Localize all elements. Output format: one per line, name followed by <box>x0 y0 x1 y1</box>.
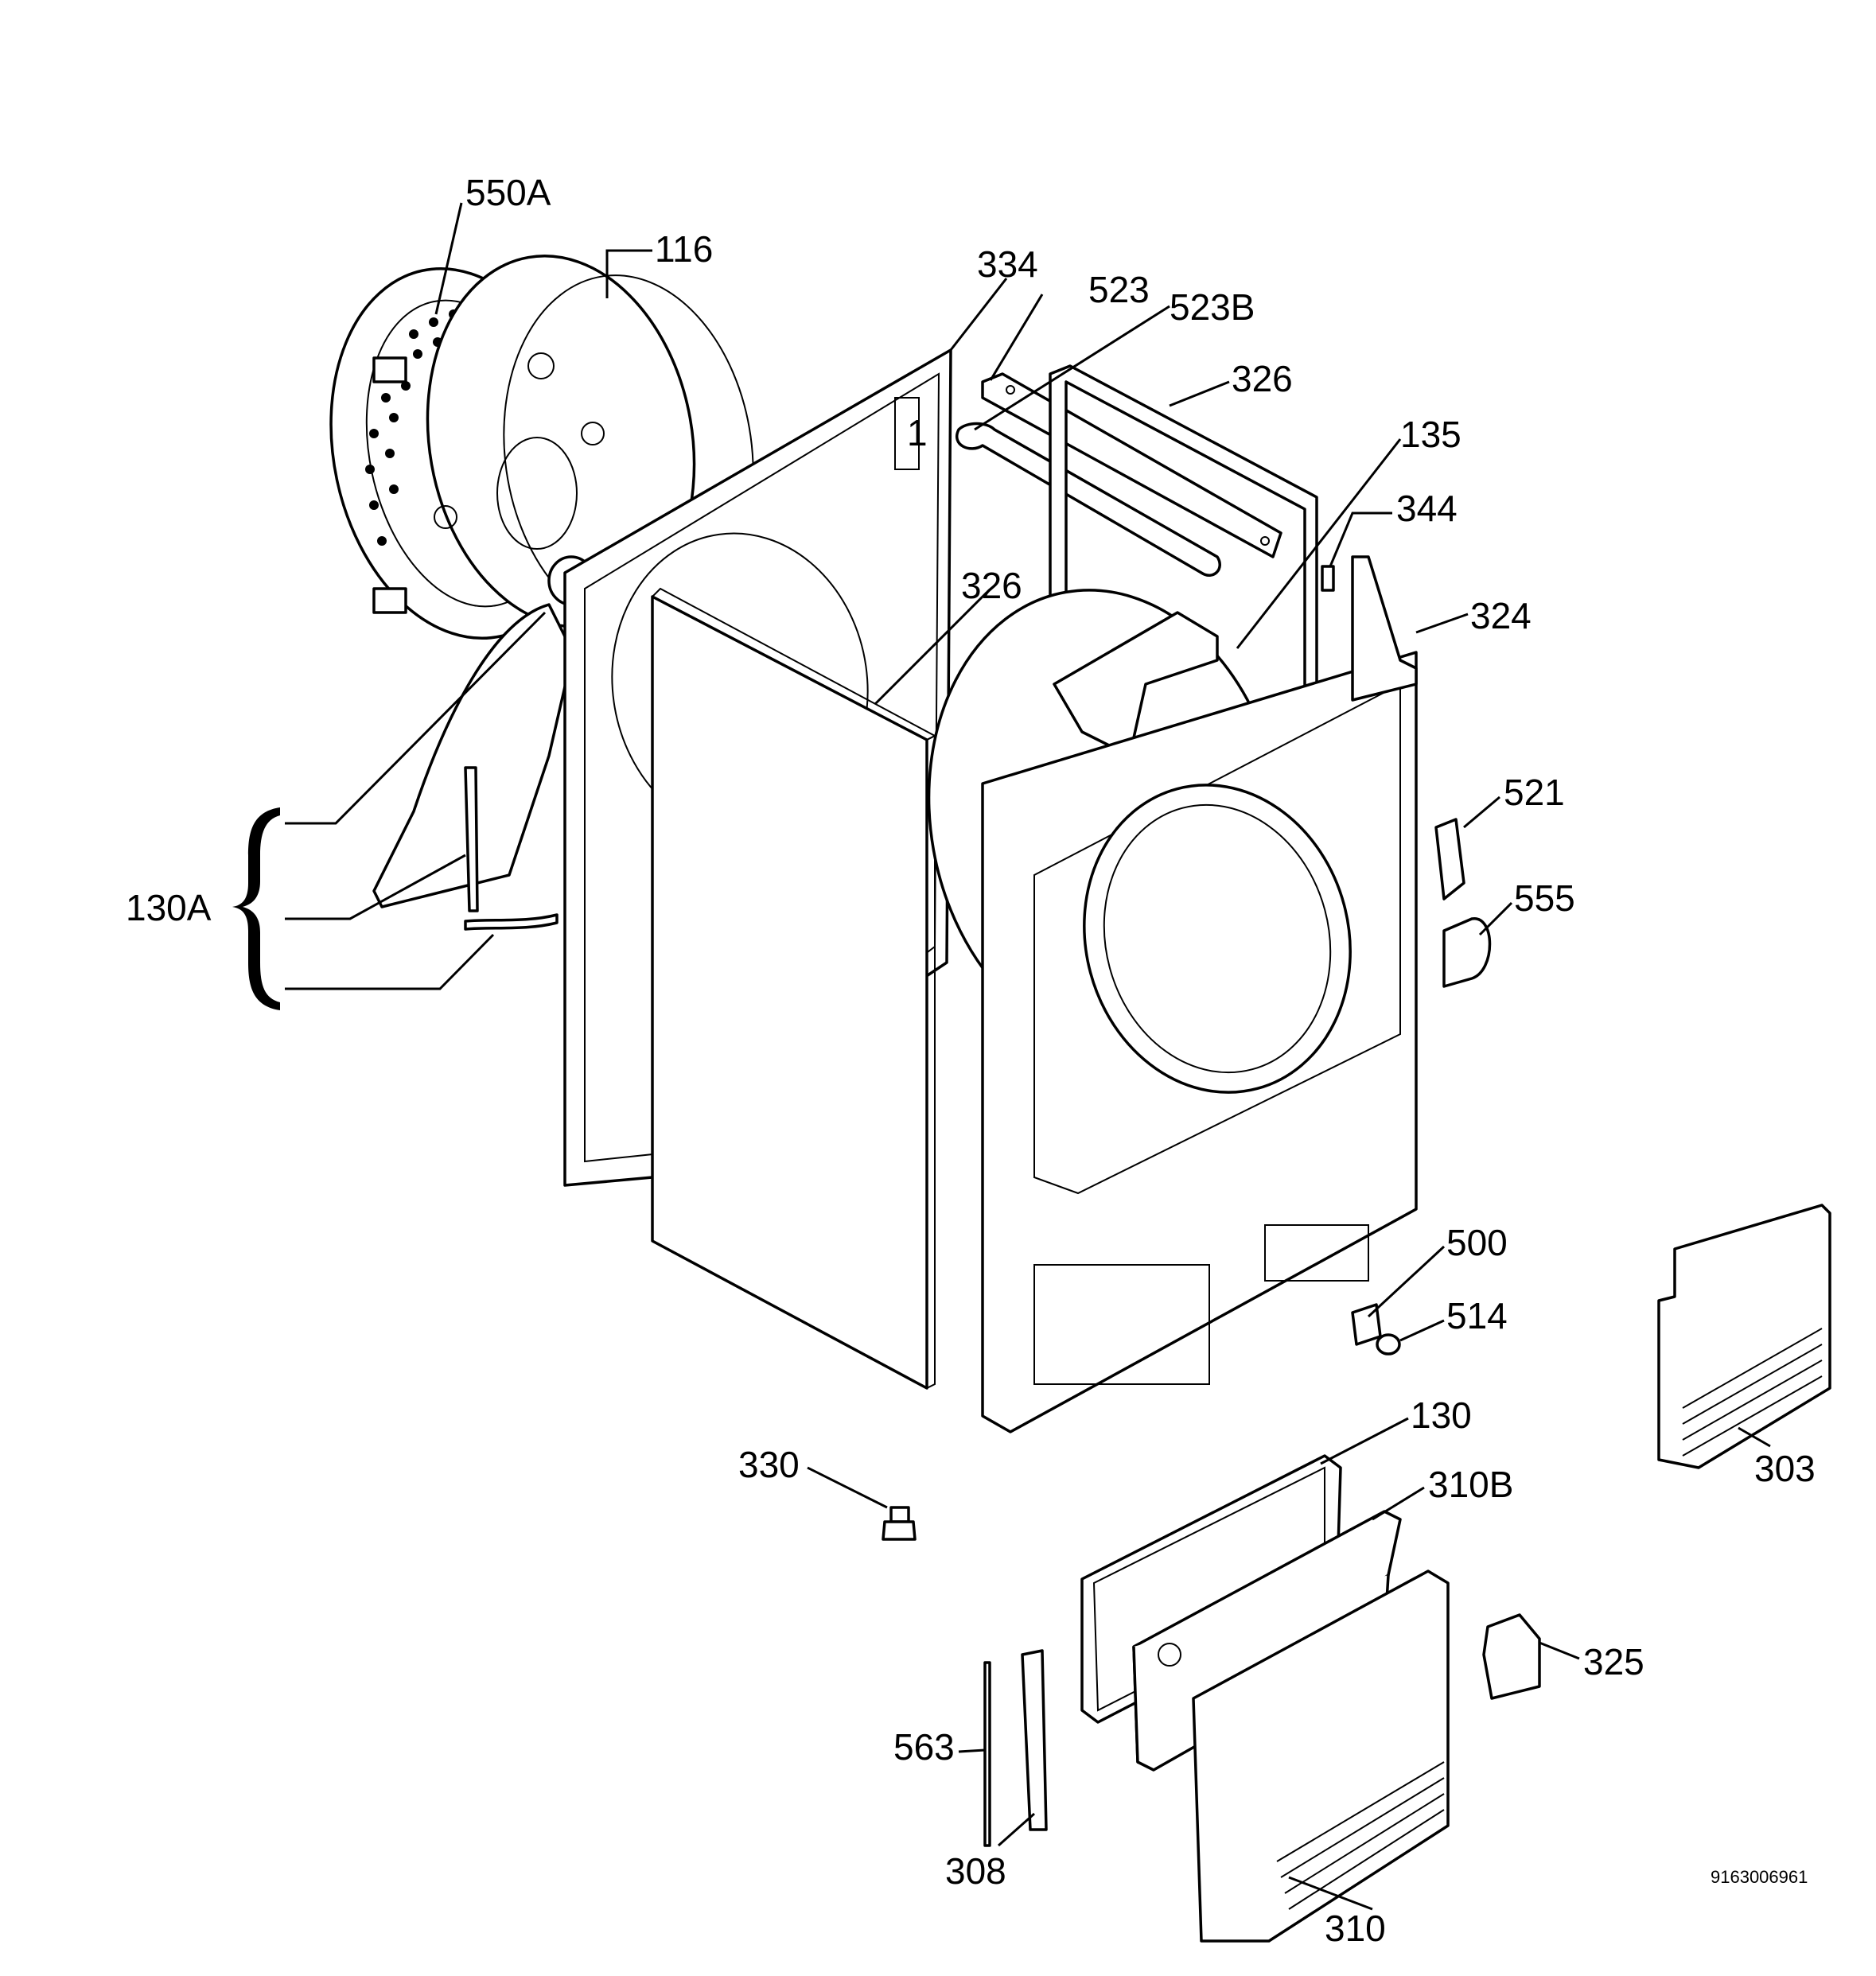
label-326-top: 326 <box>1232 358 1293 399</box>
part-563-rod <box>983 1661 991 1847</box>
label-521: 521 <box>1504 772 1565 813</box>
label-303: 303 <box>1754 1448 1816 1489</box>
part-521-cover <box>1434 818 1465 900</box>
part-523B-tube <box>956 422 1221 577</box>
label-334: 334 <box>977 243 1038 285</box>
label-523: 523 <box>1088 269 1150 310</box>
part-330-foot <box>882 1506 917 1541</box>
document-id: 9163006961 <box>1711 1867 1808 1887</box>
part-326-side-cover <box>651 587 937 1390</box>
label-550A: 550A <box>465 172 551 213</box>
label-326-mid: 326 <box>961 565 1022 606</box>
leader-lines <box>285 202 1771 1911</box>
label-555: 555 <box>1514 877 1575 919</box>
label-130A: 130A <box>126 887 212 928</box>
label-344: 344 <box>1396 488 1458 529</box>
part-303-trim <box>1657 1204 1831 1469</box>
label-523B: 523B <box>1170 286 1255 328</box>
label-500: 500 <box>1446 1222 1508 1263</box>
brace-130A <box>232 807 280 1010</box>
label-308: 308 <box>945 1850 1006 1892</box>
part-310-drawer-front <box>1192 1570 1450 1943</box>
label-330: 330 <box>738 1444 800 1485</box>
label-135: 135 <box>1400 414 1461 455</box>
label-563: 563 <box>893 1726 955 1768</box>
part-308-clip-strip <box>1021 1649 1048 1831</box>
part-344-clip <box>1321 565 1335 592</box>
label-325: 325 <box>1583 1641 1644 1682</box>
part-514-button <box>1376 1333 1401 1356</box>
part-555-cap <box>1442 917 1492 988</box>
label-116: 116 <box>655 228 713 270</box>
label-130: 130 <box>1411 1394 1472 1436</box>
label-514: 514 <box>1446 1295 1508 1336</box>
svg-text:1: 1 <box>907 412 928 453</box>
part-325-bracket <box>1482 1613 1541 1700</box>
label-310: 310 <box>1325 1908 1386 1949</box>
part-labels: 550A 116 334 523 523B 326 135 344 324 32… <box>126 172 1816 1949</box>
label-310B: 310B <box>1428 1464 1513 1505</box>
label-324: 324 <box>1470 595 1532 636</box>
part-324-front-panel <box>981 555 1418 1433</box>
